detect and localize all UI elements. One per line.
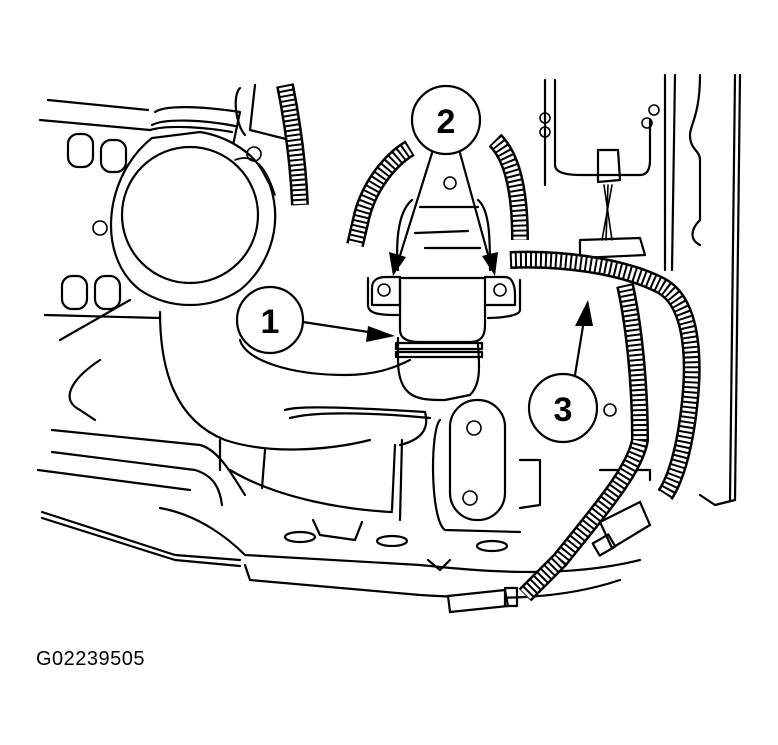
- harness-main: [446, 133, 701, 614]
- callout-2-number: 2: [437, 103, 456, 141]
- callout-3-number: 3: [554, 391, 573, 429]
- callout-1: 1: [235, 285, 305, 355]
- callout-3: 3: [527, 372, 599, 444]
- slot-holes-left: [60, 132, 128, 311]
- leader-lines: [301, 151, 593, 377]
- throttle-body: [92, 83, 292, 306]
- sensor-module: [366, 176, 522, 344]
- panel-outline: [36, 98, 642, 599]
- harness-upper-left: [276, 83, 415, 248]
- callout-2: 2: [410, 84, 482, 156]
- right-bracket: [518, 73, 742, 510]
- mount-plate: [431, 398, 522, 534]
- intake-duct: [158, 310, 484, 522]
- callout-1-number: 1: [261, 303, 280, 341]
- figure-id-label: G02239505: [36, 648, 146, 670]
